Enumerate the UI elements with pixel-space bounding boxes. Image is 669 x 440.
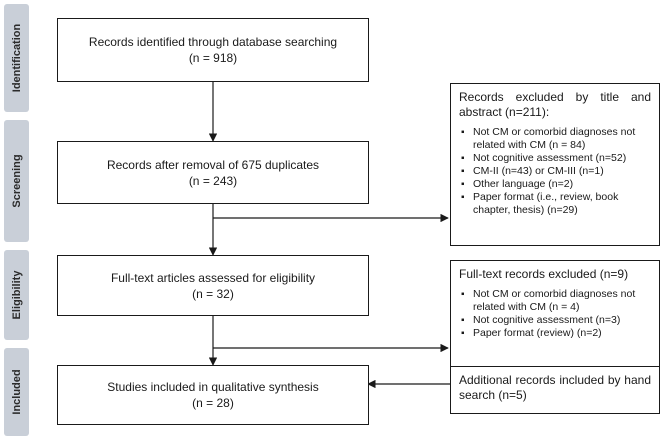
list-item: CM-II (n=43) or CM-III (n=1) — [459, 165, 651, 178]
excluded-reasons-list: Not CM or comorbid diagnoses not related… — [459, 288, 651, 340]
box-excluded-title-abstract: Records excluded by title and abstract (… — [450, 83, 660, 246]
box-additional-records: Additional records included by hand sear… — [450, 366, 660, 414]
additional-records-text: Additional records included by hand sear… — [459, 373, 651, 402]
box-text: Full-text articles assessed for eligibil… — [110, 270, 316, 285]
list-item: Other language (n=2) — [459, 178, 651, 191]
box-text: Records identified through database sear… — [88, 35, 338, 49]
box-count: (n = 243) — [188, 173, 238, 188]
box-text: Records after removal of 675 duplicates — [106, 157, 320, 172]
box-studies-included: Studies included in qualitative synthesi… — [57, 365, 369, 425]
box-records-after-duplicates: Records after removal of 675 duplicates … — [57, 141, 369, 204]
box-count: (n = 918) — [188, 51, 238, 65]
box-full-text-assessed: Full-text articles assessed for eligibil… — [57, 255, 369, 316]
list-item: Paper format (review) (n=2) — [459, 327, 651, 340]
list-item: Not CM or comorbid diagnoses not related… — [459, 126, 651, 152]
excluded-heading: Full-text records excluded (n=9) — [459, 267, 629, 281]
box-count: (n = 32) — [192, 286, 234, 301]
box-count: (n = 28) — [192, 396, 234, 410]
stage-included: Included — [4, 348, 29, 436]
stage-identification: Identification — [4, 4, 29, 112]
list-item: Not cognitive assessment (n=52) — [459, 152, 651, 165]
stage-screening: Screening — [4, 120, 29, 242]
excluded-reasons-list: Not CM or comorbid diagnoses not related… — [459, 126, 651, 217]
list-item: Paper format (i.e., review, book chapter… — [459, 191, 651, 217]
stage-eligibility: Eligibility — [4, 250, 29, 340]
list-item: Not CM or comorbid diagnoses not related… — [459, 288, 651, 314]
box-text: Studies included in qualitative synthesi… — [107, 380, 319, 394]
box-records-identified: Records identified through database sear… — [57, 18, 369, 82]
box-excluded-full-text: Full-text records excluded (n=9) Not CM … — [450, 260, 660, 367]
excluded-heading: Records excluded by title and abstract (… — [459, 90, 651, 119]
list-item: Not cognitive assessment (n=3) — [459, 314, 651, 327]
